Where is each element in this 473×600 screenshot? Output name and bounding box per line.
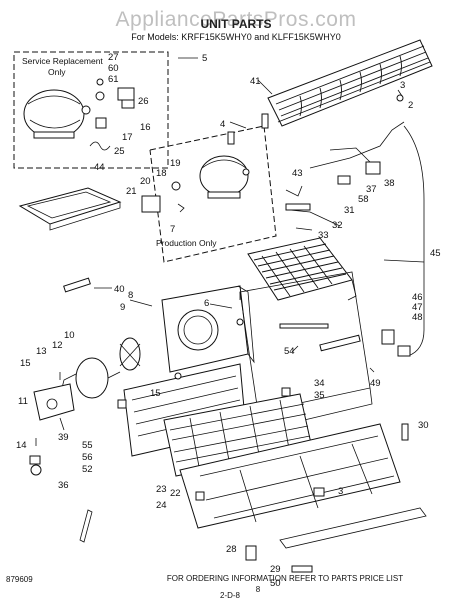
ordering-note: FOR ORDERING INFORMATION REFER TO PARTS …: [167, 574, 403, 583]
callout-label: 16: [140, 122, 151, 133]
callout-label: 58: [358, 194, 369, 205]
fan-bracket: [33, 383, 75, 421]
callout-label: 27: [108, 52, 119, 63]
callout-label: 15: [20, 358, 31, 369]
callout-label: 19: [170, 158, 181, 169]
page-number: 8: [256, 585, 261, 594]
base-rails: [179, 423, 427, 549]
callout-label: 10: [64, 330, 75, 341]
callout-label: 35: [314, 390, 325, 401]
callout-label: 30: [418, 420, 429, 431]
callout-label: 25: [114, 146, 125, 157]
callout-label: 55: [82, 440, 93, 451]
fan-motor: [59, 337, 141, 399]
callout-label: 4: [220, 119, 225, 130]
callout-label: 56: [82, 452, 93, 463]
leader-lines: [94, 57, 425, 373]
callout-label: 13: [36, 346, 47, 357]
callout-label: 17: [122, 132, 133, 143]
callout-label: 15: [150, 388, 161, 399]
diagram-code: 879609: [6, 575, 33, 584]
callout-label: 29: [270, 564, 281, 575]
hardware-parts: [29, 94, 411, 573]
callout-label: 28: [226, 544, 237, 555]
callout-label: 6: [204, 298, 209, 309]
fan-shroud: [161, 285, 255, 373]
compressor-production: [199, 155, 250, 199]
callout-label: 38: [384, 178, 395, 189]
callout-label: 40: [114, 284, 125, 295]
service-box-label-2: Only: [48, 67, 66, 77]
callout-label: 60: [108, 63, 119, 74]
callout-label: 37: [366, 184, 377, 195]
callout-label: 11: [18, 396, 28, 407]
callout-label: 24: [156, 500, 167, 511]
diagram-title: UNIT PARTS: [200, 17, 271, 31]
callout-label: 61: [108, 74, 119, 85]
callout-label: 50: [270, 578, 281, 589]
callout-label: 7: [170, 224, 175, 235]
production-box-label: Production Only: [156, 238, 217, 248]
callout-label: 54: [284, 346, 295, 357]
callout-label: 34: [314, 378, 325, 389]
callout-label: 8: [128, 290, 133, 301]
callout-label: 26: [138, 96, 149, 107]
callout-label: 46: [412, 292, 423, 303]
production-only-box: Production Only: [141, 125, 277, 263]
callout-label: 22: [170, 488, 181, 499]
handwritten-code: 2-D-8: [220, 591, 241, 600]
callout-label: 2: [408, 100, 413, 111]
callout-label: 21: [126, 186, 137, 197]
callout-label: 5: [202, 53, 207, 64]
model-numbers: For Models: KRFF15K5WHY0 and KLFF15K5WHY…: [131, 32, 341, 42]
callout-label: 47: [412, 302, 423, 313]
compressor-service: [23, 89, 91, 139]
relay-parts-service: [89, 78, 135, 151]
callout-label: 41: [250, 76, 261, 87]
service-box-label-1: Service Replacement: [22, 56, 103, 66]
drain-pan: [18, 187, 122, 231]
callout-label: 49: [370, 378, 381, 389]
callout-label: 18: [156, 168, 167, 179]
callout-label: 20: [140, 176, 151, 187]
watermark-text: AppliancePartsPros.com: [116, 8, 357, 31]
callout-label: 36: [58, 480, 69, 491]
relay-parts-production: [141, 181, 185, 213]
evaporator: [247, 237, 357, 301]
callout-labels: 27 60 61 26 16 17 25 5 4 41 3 2 44 19 18…: [16, 52, 441, 589]
callout-label: 48: [412, 312, 423, 323]
service-replacement-box: Service Replacement Only: [13, 51, 169, 169]
callout-label: 3: [400, 80, 405, 91]
callout-label: 39: [58, 432, 69, 443]
callout-label: 52: [82, 464, 93, 475]
callout-label: 9: [120, 302, 125, 313]
callout-label: 32: [332, 220, 343, 231]
callout-label: 14: [16, 440, 27, 451]
callout-label: 31: [344, 205, 355, 216]
callout-label: 23: [156, 484, 167, 495]
condenser: [261, 39, 433, 129]
callout-label: 33: [318, 230, 329, 241]
callout-label: 3: [338, 486, 343, 497]
callout-label: 43: [292, 168, 303, 179]
callout-label: 45: [430, 248, 441, 259]
tubing: [285, 121, 425, 357]
callout-label: 12: [52, 340, 63, 351]
callout-label: 44: [94, 162, 105, 173]
